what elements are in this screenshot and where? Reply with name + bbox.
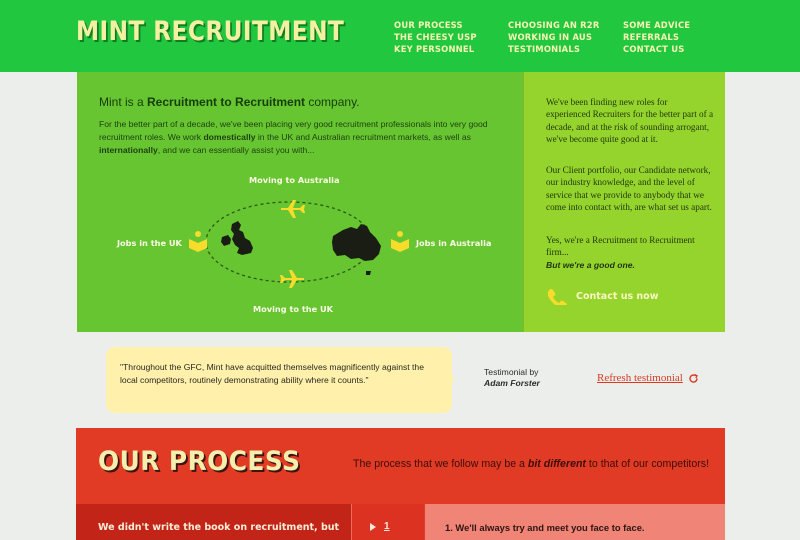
process-intro-block: We didn't write the book on recruitment,… bbox=[76, 504, 351, 540]
side-paragraph-1: We've been finding new roles for experie… bbox=[546, 97, 714, 145]
nav-column-2: CHOOSING AN R2R WORKING IN AUS TESTIMONI… bbox=[508, 19, 599, 55]
process-step-title: 1. We'll always try and meet you face to… bbox=[445, 522, 645, 533]
refresh-icon bbox=[689, 373, 698, 383]
label-moving-to-uk: Moving to the UK bbox=[253, 304, 333, 314]
label-jobs-australia: Jobs in Australia bbox=[416, 238, 492, 248]
process-intro-text: We didn't write the book on recruitment,… bbox=[98, 522, 340, 533]
site-header: MINT RECRUITMENT OUR PROCESS THE CHEESY … bbox=[0, 0, 800, 72]
testimonial-bubble-tail bbox=[446, 371, 455, 387]
australia-map-icon bbox=[332, 224, 381, 275]
nav-link-key-personnel[interactable]: KEY PERSONNEL bbox=[394, 44, 475, 54]
label-jobs-uk: Jobs in the UK bbox=[117, 238, 182, 248]
contact-us-label: Contact us now bbox=[576, 290, 659, 302]
process-step-1-tab[interactable]: 1 bbox=[370, 521, 390, 532]
nav-link-testimonials[interactable]: TESTIMONIALS bbox=[508, 44, 581, 54]
about-side-panel: We've been finding new roles for experie… bbox=[523, 72, 725, 332]
nav-column-3: SOME ADVICE REFERRALS CONTACT US bbox=[623, 19, 690, 55]
site-logo[interactable]: MINT RECRUITMENT bbox=[76, 16, 345, 47]
nav-link-working-in-aus[interactable]: WORKING IN AUS bbox=[508, 32, 593, 42]
side-paragraph-2: Our Client portfolio, our Candidate netw… bbox=[546, 165, 712, 213]
plane-icon-top bbox=[281, 200, 305, 218]
our-process-section: OUR PROCESS The process that we follow m… bbox=[76, 428, 725, 540]
side-paragraph-3: Yes, we're a Recruitment to Recruitment … bbox=[546, 235, 695, 270]
uk-map-icon bbox=[221, 221, 253, 255]
intro-panel: Mint is a Recruitment to Recruitment com… bbox=[77, 72, 523, 332]
testimonial-author: Adam Forster bbox=[484, 378, 540, 388]
process-steps-nav: 1 bbox=[351, 504, 424, 540]
testimonial-bubble: "Throughout the GFC, Mint have acquitted… bbox=[106, 347, 452, 413]
process-step-detail: 1. We'll always try and meet you face to… bbox=[425, 504, 725, 540]
testimonial-quote: "Throughout the GFC, Mint have acquitted… bbox=[120, 362, 424, 385]
refresh-testimonial-link[interactable]: Refresh testimonial bbox=[597, 372, 699, 384]
nav-link-cheesy-usp[interactable]: THE CHEESY USP bbox=[394, 32, 477, 42]
nav-link-referrals[interactable]: REFERRALS bbox=[623, 32, 680, 42]
plane-icon-bottom bbox=[280, 270, 304, 288]
jobs-australia-person-icon bbox=[391, 231, 409, 252]
testimonial-by-label: Testimonial by bbox=[484, 367, 539, 377]
contact-us-link[interactable]: Contact us now bbox=[546, 287, 659, 305]
nav-column-1: OUR PROCESS THE CHEESY USP KEY PERSONNEL bbox=[394, 19, 477, 55]
jobs-uk-person-icon bbox=[189, 231, 207, 252]
nav-link-contact-us[interactable]: CONTACT US bbox=[623, 44, 685, 54]
nav-link-choosing-r2r[interactable]: CHOOSING AN R2R bbox=[508, 20, 600, 30]
label-moving-to-australia: Moving to Australia bbox=[249, 175, 340, 185]
nav-link-some-advice[interactable]: SOME ADVICE bbox=[623, 20, 691, 30]
migration-diagram bbox=[189, 200, 409, 288]
nav-link-our-process[interactable]: OUR PROCESS bbox=[394, 20, 463, 30]
intro-heading: Mint is a Recruitment to Recruitment com… bbox=[99, 95, 360, 109]
process-title: OUR PROCESS bbox=[98, 446, 301, 477]
intro-body: For the better part of a decade, we've b… bbox=[99, 119, 488, 155]
phone-icon bbox=[547, 289, 567, 305]
process-step-number: 1 bbox=[384, 521, 390, 532]
side-tagline: But we're a good one. bbox=[546, 259, 635, 270]
play-arrow-icon bbox=[370, 522, 376, 531]
refresh-testimonial-label: Refresh testimonial bbox=[597, 372, 683, 384]
process-subtitle: The process that we follow may be a bit … bbox=[353, 458, 710, 470]
